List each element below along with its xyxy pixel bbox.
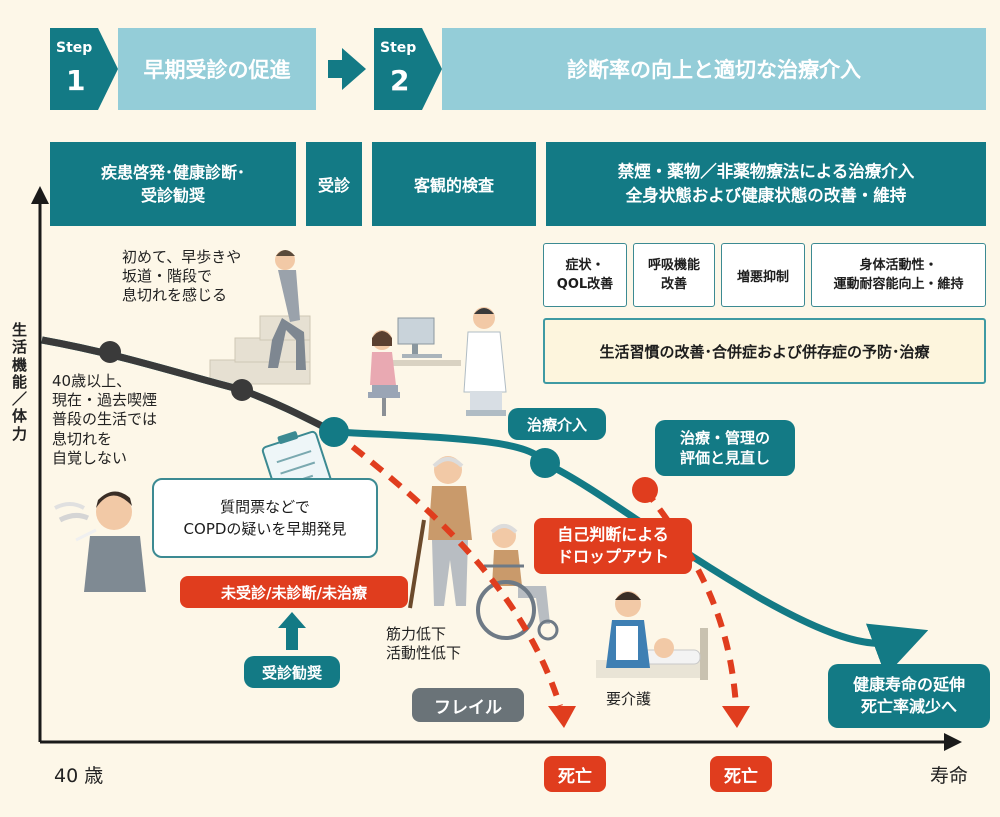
step1-title: 早期受診の促進 bbox=[118, 28, 316, 110]
recommend-label: 受診勧奨 bbox=[244, 656, 340, 688]
step2-label: Step bbox=[380, 40, 417, 56]
goal-exacerbation: 増悪抑制 bbox=[721, 243, 805, 307]
y-axis bbox=[31, 186, 49, 742]
marker-early-detection bbox=[319, 417, 349, 447]
phase-awareness: 疾患啓発･健康診断･ 受診勧奨 bbox=[50, 142, 296, 226]
step1-chevron bbox=[50, 28, 118, 110]
death-label-untreated: 死亡 bbox=[544, 756, 606, 792]
frail-label: フレイル bbox=[412, 688, 524, 722]
marker-40s bbox=[99, 341, 121, 363]
dropout-death-arrow bbox=[722, 706, 750, 728]
caregiver-bed-icon bbox=[596, 591, 708, 680]
step2-chevron bbox=[374, 28, 442, 110]
goal-symptoms: 症状・ QOL改善 bbox=[543, 243, 627, 307]
outcome-label: 健康寿命の延伸 死亡率減少へ bbox=[828, 664, 990, 728]
review-label: 治療・管理の 評価と見直し bbox=[655, 420, 795, 476]
untreated-path bbox=[332, 429, 563, 707]
phase-exam: 客観的検査 bbox=[372, 142, 536, 226]
recommend-up-arrow bbox=[278, 612, 306, 650]
step2-title: 診断率の向上と適切な治療介入 bbox=[442, 28, 986, 110]
phase-treatment: 禁煙・薬物／非薬物療法による治療介入 全身状態および健康状態の改善・維持 bbox=[546, 142, 986, 226]
goal-lung-function: 呼吸機能 改善 bbox=[633, 243, 715, 307]
step2-number: 2 bbox=[390, 64, 410, 97]
x-axis bbox=[40, 733, 962, 751]
lifestyle-box: 生活習慣の改善･合併症および併存症の予防･治療 bbox=[543, 318, 986, 384]
x-axis-end: 寿命 bbox=[930, 765, 969, 787]
dropout-label: 自己判断による ドロップアウト bbox=[534, 518, 692, 574]
untreated-label: 未受診/未診断/未治療 bbox=[180, 576, 408, 608]
y-axis-label: 生活機能／体力 bbox=[12, 321, 28, 443]
dropout-path bbox=[642, 488, 739, 707]
climbing-man-icon bbox=[268, 250, 306, 370]
marker-treatment bbox=[530, 448, 560, 478]
note-age40: 40歳以上、 現在・過去喫煙 普段の生活では 息切れを 自覚しない bbox=[52, 372, 158, 467]
treatment-label: 治療介入 bbox=[508, 408, 606, 440]
note-first-breathless: 初めて、早歩きや 坂道・階段で 息切れを感じる bbox=[122, 248, 242, 305]
goal-activity: 身体活動性・ 運動耐容能向上・維持 bbox=[811, 243, 986, 307]
marker-dropout bbox=[632, 477, 658, 503]
wheelchair-icon bbox=[476, 524, 559, 641]
untreated-death-arrow bbox=[548, 706, 576, 728]
note-questionnaire: 質問票などで COPDの疑いを早期発見 bbox=[152, 478, 378, 558]
consultation-icon bbox=[368, 307, 507, 416]
phase-visit: 受診 bbox=[306, 142, 362, 226]
x-axis-start: 40 歳 bbox=[54, 765, 104, 787]
step1-label: Step bbox=[56, 40, 93, 56]
note-care: 要介護 bbox=[606, 690, 652, 708]
elderly-man-cane-icon bbox=[408, 456, 472, 609]
note-muscle: 筋力低下 活動性低下 bbox=[386, 625, 462, 663]
step-arrow-icon bbox=[328, 48, 366, 90]
step1-number: 1 bbox=[66, 64, 86, 97]
marker-first-breathless bbox=[231, 379, 253, 401]
stairs-icon bbox=[209, 315, 311, 385]
smoker-icon bbox=[54, 491, 146, 592]
death-label-dropout: 死亡 bbox=[710, 756, 772, 792]
